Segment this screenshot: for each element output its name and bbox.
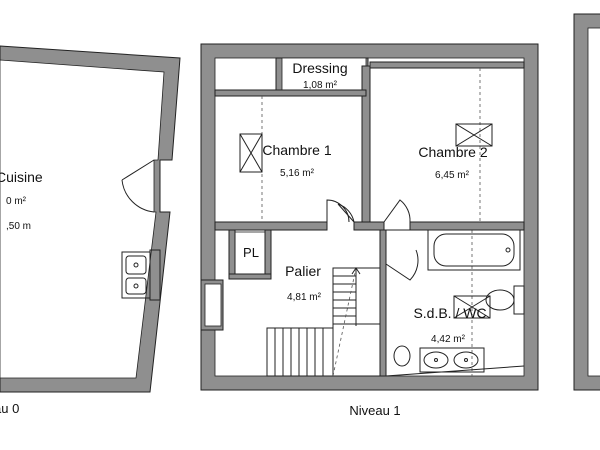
room-area-chambre-2: 6,45 m² xyxy=(435,170,470,181)
room-area-dressing: 1,08 m² xyxy=(303,80,338,91)
room-name-dressing: Dressing xyxy=(292,60,347,76)
room-name-sdb: S.d.B. / WC xyxy=(413,305,486,321)
level-label-0: au 0 xyxy=(0,401,19,416)
room-name-chambre-1: Chambre 1 xyxy=(262,142,331,158)
room-area-sdb: 4,42 m² xyxy=(431,334,466,345)
skylights xyxy=(239,68,493,376)
bathroom-fixtures xyxy=(385,229,525,377)
level-1-plan xyxy=(200,43,539,391)
room-area-palier: 4,81 m² xyxy=(287,292,322,303)
room-area-cuisine: 0 m² xyxy=(6,196,27,207)
staircase xyxy=(266,267,381,377)
room-name-chambre-2: Chambre 2 xyxy=(418,144,487,160)
room-name-placard: PL xyxy=(243,245,259,260)
room-name-palier: Palier xyxy=(285,263,321,279)
level-label-1: Niveau 1 xyxy=(349,403,400,418)
room-area-chambre-1: 5,16 m² xyxy=(280,168,315,179)
room-dim-cuisine: ,50 m xyxy=(6,221,31,232)
doors xyxy=(326,199,424,281)
room-name-cuisine: Cuisine xyxy=(0,169,43,185)
level-2-plan xyxy=(573,13,600,391)
level-0-plan xyxy=(0,45,181,393)
